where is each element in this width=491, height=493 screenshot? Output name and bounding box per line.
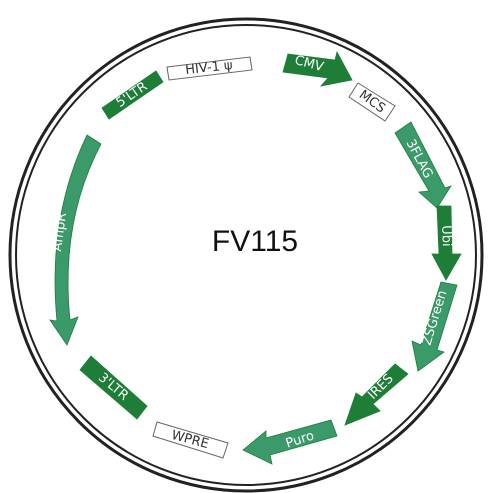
- feature-mcs-shape: [348, 82, 396, 122]
- feature-ires-shape: [344, 363, 409, 426]
- feature-layer: 5'LTR HIV-1 ψ CMV MCS 3FLAG Ubi: [49, 50, 462, 465]
- backbone-inner-ring: [15, 24, 477, 486]
- feature-puro-shape: [242, 419, 338, 465]
- feature-ltr5-label: 5'LTR: [114, 79, 151, 111]
- feature-ubi: Ubi: [431, 205, 462, 281]
- feature-ampr: AmpR: [49, 134, 102, 346]
- feature-wpre: WPRE: [152, 421, 229, 459]
- backbone-outer-ring: [8, 17, 484, 493]
- feature-zsgreen-shape: [411, 281, 458, 372]
- feature-hiv-label: HIV-1 ψ: [185, 58, 234, 78]
- feature-ltr5: 5'LTR: [101, 70, 164, 120]
- feature-hiv: HIV-1 ψ: [166, 56, 253, 81]
- feature-hiv-shape: [166, 56, 253, 81]
- feature-ltr3-shape: [79, 355, 148, 420]
- feature-cmv-label: CMV: [293, 53, 325, 75]
- feature-puro: Puro: [242, 419, 338, 465]
- feature-cmv: CMV: [282, 50, 353, 87]
- feature-ubi-label: Ubi: [438, 225, 454, 247]
- feature-ires: IRES: [344, 363, 409, 426]
- feature-flag-label: 3FLAG: [403, 137, 436, 181]
- feature-ampr-label: AmpR: [50, 212, 70, 253]
- feature-wpre-shape: [152, 421, 229, 459]
- feature-ltr5-shape: [101, 70, 164, 120]
- feature-wpre-label: WPRE: [170, 428, 211, 452]
- feature-ampr-shape: [49, 134, 102, 346]
- feature-ubi-shape: [431, 205, 462, 281]
- feature-flag-shape: [394, 121, 452, 209]
- plasmid-name: FV115: [212, 225, 298, 258]
- feature-ltr3: 3'LTR: [79, 355, 148, 420]
- feature-cmv-shape: [282, 50, 353, 87]
- feature-zsgreen: ZSGreen: [411, 281, 458, 372]
- feature-mcs: MCS: [348, 82, 396, 122]
